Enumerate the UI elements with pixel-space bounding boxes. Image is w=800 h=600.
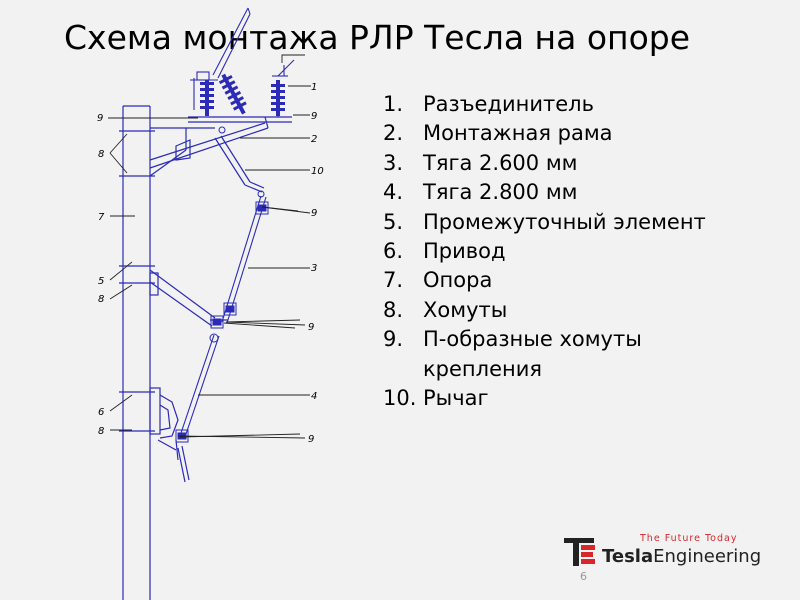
drive (149, 387, 190, 483)
mounting-frame (149, 116, 292, 177)
legend-text: Тяга 2.800 мм (423, 180, 578, 205)
pole (122, 105, 151, 600)
legend-text: Разъединитель (423, 92, 594, 116)
tesla-engineering-logo (564, 538, 595, 566)
insulator-right (271, 80, 285, 116)
legend-text: Рычаг (423, 386, 489, 411)
legend-number: 2. (383, 121, 404, 146)
label-9-left-top: 9 (97, 113, 103, 124)
legend-text: Привод (423, 239, 506, 264)
legend-number: 5. (383, 209, 404, 234)
legend-item: 4. Тяга 2.800 мм (383, 178, 793, 207)
label-8-bottom: 8 (98, 426, 104, 437)
rod-2600 (221, 195, 267, 324)
legend-item: 3. Тяга 2.600 мм (383, 149, 793, 178)
legend-item: 6. Привод (383, 237, 793, 266)
legend-text: Тяга 2.600 мм (423, 150, 578, 175)
page-number: 6 (580, 570, 587, 583)
legend-number: 10. (383, 386, 417, 411)
legend-number: 3. (383, 150, 404, 175)
pole-clamps (119, 130, 155, 432)
legend-number: 6. (383, 239, 404, 264)
insulator-left (200, 80, 214, 116)
page-title: Схема монтажа РЛР Тесла на опоре (64, 18, 691, 57)
legend-text: Промежуточный элемент (423, 209, 706, 234)
legend-number: 7. (383, 268, 404, 293)
label-6: 6 (98, 407, 104, 418)
leader-lines (108, 54, 311, 439)
insulator-tilted (218, 73, 247, 115)
label-10: 10 (311, 166, 324, 177)
label-9-right-top: 9 (311, 111, 317, 122)
rod-2800 (179, 334, 220, 438)
label-9-a: 9 (311, 208, 317, 219)
label-9-c: 9 (308, 434, 314, 445)
legend-item: 10.Рычаг (383, 384, 793, 413)
brand-bold: Tesla (602, 546, 654, 567)
legend-item: 7. Опора (383, 266, 793, 295)
label-9-b: 9 (308, 322, 314, 333)
label-2: 2 (311, 134, 317, 145)
legend-text: П-образные хомуты крепления (423, 327, 642, 381)
legend-item: 2. Монтажная рама (383, 119, 793, 148)
disconnector (190, 7, 295, 117)
legend-item: 8. Хомуты (383, 296, 793, 325)
legend-number: 9. (383, 327, 404, 352)
intermediate-element (149, 269, 228, 327)
label-7: 7 (98, 212, 105, 223)
label-1: 1 (311, 82, 317, 93)
legend-item: 9. П-образные хомуты крепления (383, 325, 793, 384)
legend-item: 5. Промежуточный элемент (383, 208, 793, 237)
label-8-mid: 8 (98, 294, 104, 305)
component-legend: 1. Разъединитель 2. Монтажная рама 3. Тяга … (383, 90, 793, 413)
logo-brand: TeslaEngineering (602, 546, 761, 567)
brand-regular: Engineering (653, 546, 762, 567)
legend-text: Монтажная рама (423, 121, 613, 146)
legend-number: 4. (383, 180, 404, 205)
legend-text: Хомуты (423, 297, 508, 322)
legend-number: 8. (383, 297, 404, 322)
legend-number: 1. (383, 92, 404, 116)
legend-text: Опора (423, 268, 493, 293)
legend-item: 1. Разъединитель (383, 90, 793, 119)
label-5: 5 (98, 276, 104, 287)
lever (214, 135, 265, 193)
logo-tagline: The Future Today (640, 533, 738, 544)
label-4: 4 (311, 391, 317, 402)
label-3: 3 (311, 263, 317, 274)
label-8-top: 8 (98, 149, 104, 160)
